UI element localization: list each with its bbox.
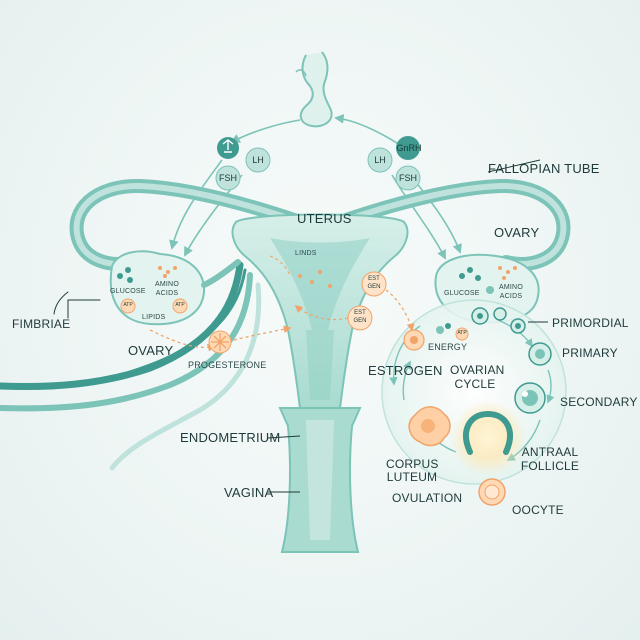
estgen-a-line1: EST: [368, 276, 380, 282]
progesterone-label: PROGESTERONE: [188, 360, 267, 370]
linds-label: LINDS: [295, 250, 317, 257]
gnrh-label: GnRH: [396, 143, 422, 153]
glucose-right-label: GLUCOSE: [444, 290, 480, 297]
primary-label: PRIMARY: [562, 346, 618, 360]
fallopian-tubes: [69, 178, 571, 271]
ovarian-cycle-label-line1: OVARIAN: [450, 363, 505, 377]
fimbriae-strands: [0, 261, 262, 471]
leader-lines: [267, 159, 548, 493]
progesterone-flow: [149, 325, 292, 354]
pituitary-gland: [295, 51, 333, 128]
atp-left-b-label: ATP: [175, 302, 185, 308]
antral-follicle-label-line2: FOLLICLE: [520, 459, 580, 473]
fallopian-tube-label: FALLOPIAN TUBE: [488, 161, 600, 176]
lh-right-label: LH: [374, 155, 386, 165]
secondary-label: SECONDARY: [560, 395, 638, 409]
glucose-left-label: GLUCOSE: [110, 288, 146, 295]
hormone-nodes: [215, 136, 421, 191]
ovary-left: [109, 250, 241, 326]
uterus-label: UTERUS: [297, 211, 352, 226]
corpus-luteum-label-line1: CORPUS: [386, 457, 439, 471]
fsh-right-label: FSH: [399, 173, 417, 183]
fsh-left-label: FSH: [219, 173, 237, 183]
follicle-stages: [403, 307, 552, 506]
fimbriae-label: FIMBRIAE: [12, 317, 71, 331]
ovarian-cycle-label-line2: CYCLE: [454, 377, 496, 391]
ovulation-label: OVULATION: [392, 491, 463, 505]
estrogen-label: ESTROGEN: [368, 363, 443, 378]
energy-label: ENERGY: [428, 342, 468, 352]
amino-acids-left-line2: ACIDS: [155, 290, 179, 297]
lh-left-label: LH: [252, 155, 264, 165]
ovary-left-label: OVARY: [128, 343, 174, 358]
estrogen-flow: [269, 255, 415, 332]
antral-follicle-label-line1: ANTRAAL: [521, 445, 579, 459]
primordial-label: PRIMORDIAL: [552, 316, 629, 330]
amino-acids-right-line1: AMINO: [499, 284, 523, 291]
endometrium-label: ENDOMETRIUM: [180, 430, 281, 445]
amino-acids-left-line1: AMINO: [155, 281, 179, 288]
amino-acids-right-line2: ACIDS: [499, 293, 523, 300]
corpus-luteum-label-line2: LUTEUM: [386, 470, 438, 484]
estgen-a-line2: GEN: [367, 284, 381, 290]
estgen-b-line1: EST: [354, 310, 366, 316]
ovary-right-label: OVARY: [494, 225, 540, 240]
oocyte-label: OOCYTE: [512, 503, 564, 517]
estgen-b-line2: GEN: [353, 318, 367, 324]
atp-left-a-label: ATP: [123, 302, 133, 308]
vagina-label: VAGINA: [224, 485, 274, 500]
atp-right-label: ATP: [457, 330, 467, 336]
uterus-body: [231, 213, 409, 553]
lipids-left-label: LIPIDS: [142, 314, 166, 321]
